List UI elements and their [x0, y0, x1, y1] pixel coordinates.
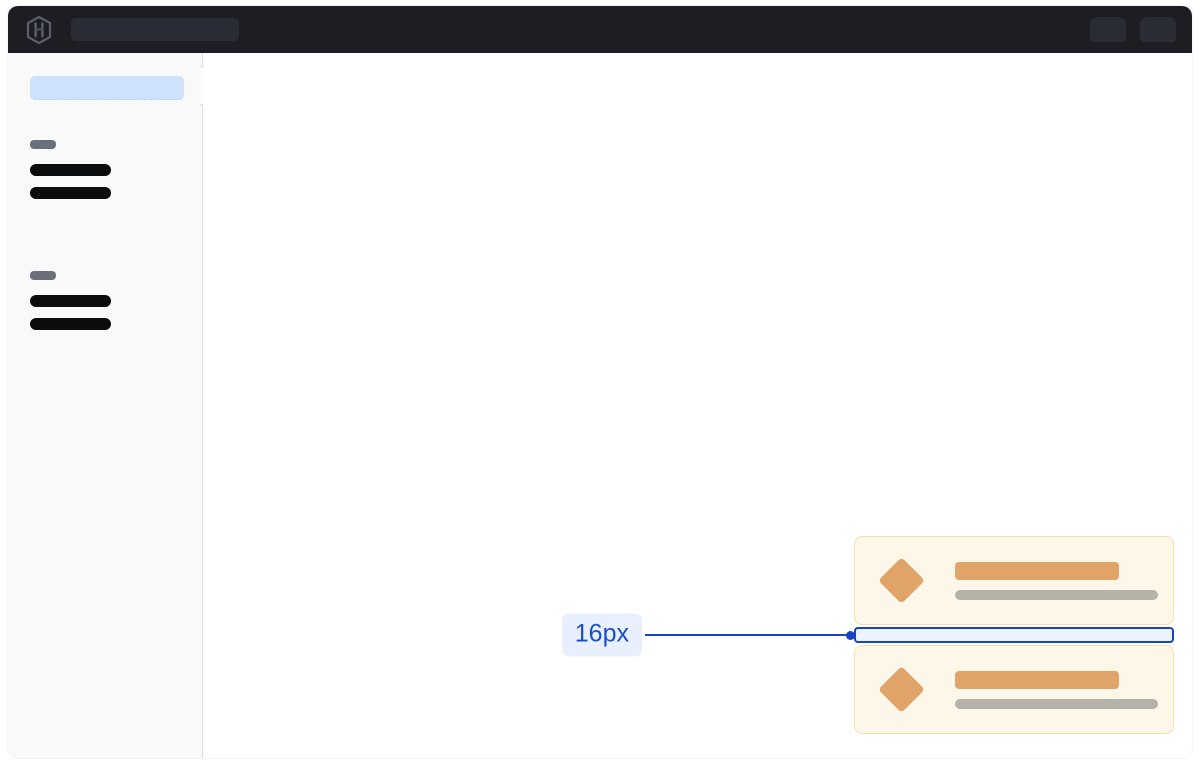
leader-dot-icon	[846, 630, 855, 640]
sidebar-item-1-2[interactable]	[30, 187, 111, 199]
inspected-card-stack: 16px	[561, 536, 1174, 734]
content-canvas: 16px	[203, 53, 1192, 758]
sidebar	[8, 53, 214, 758]
nav-pill-two-button[interactable]	[1140, 17, 1176, 42]
diamond-icon	[878, 666, 925, 713]
app-body: 16px	[8, 53, 1192, 758]
spec-card-2-lines	[955, 670, 1186, 709]
diamond-icon	[878, 557, 925, 604]
spec-card-2-primary-line	[955, 670, 1119, 689]
sidebar-item-2-1[interactable]	[30, 295, 111, 307]
sidebar-group-label-1	[30, 140, 56, 149]
nav-pill-one-button[interactable]	[1090, 17, 1126, 42]
spacing-value-label: 16px	[561, 613, 642, 657]
spec-card-2-secondary-line	[955, 698, 1158, 709]
spec-card-1-secondary-line	[955, 589, 1158, 600]
spacing-measurement-band[interactable]: 16px	[561, 613, 1174, 657]
application-window: 16px	[8, 6, 1192, 758]
spec-card-2[interactable]	[854, 645, 1174, 734]
sidebar-item-1-1[interactable]	[30, 164, 111, 176]
sidebar-group-label-2	[30, 271, 56, 280]
sidebar-group-1	[8, 140, 202, 199]
nav-search-input[interactable]	[71, 18, 239, 41]
spec-card-1-primary-line	[955, 561, 1119, 580]
spec-card-1-lines	[955, 561, 1186, 600]
leader-line	[645, 634, 848, 636]
sidebar-item-2-2[interactable]	[30, 318, 111, 330]
sidebar-group-2	[8, 271, 202, 330]
spec-card-1[interactable]	[854, 536, 1174, 625]
top-navigation-bar	[8, 6, 1192, 53]
sidebar-item-active[interactable]	[30, 76, 184, 100]
hashicorp-hexagon-logo-icon[interactable]	[26, 15, 52, 44]
